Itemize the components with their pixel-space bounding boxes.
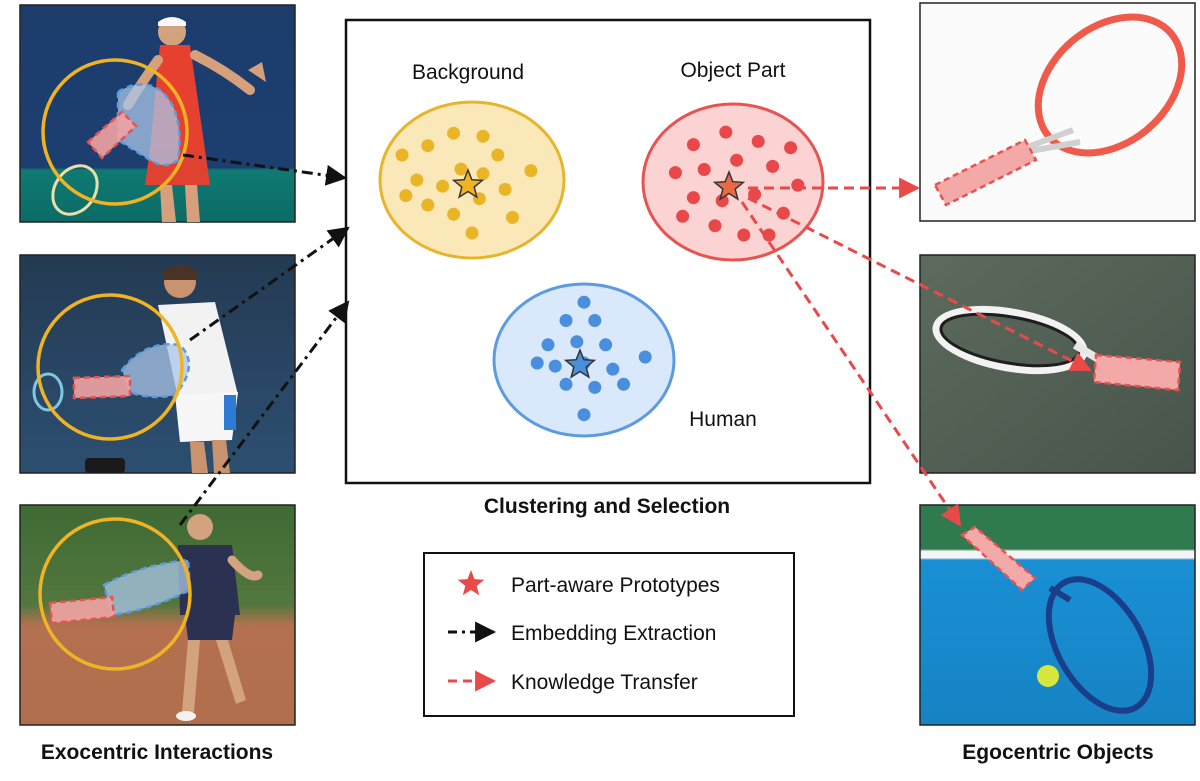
object-part-point	[791, 178, 805, 192]
exocentric-title: Exocentric Interactions	[41, 741, 273, 764]
object-part-point	[686, 138, 700, 152]
human-point	[570, 335, 584, 349]
object-part-point	[697, 163, 711, 176]
human-point	[559, 314, 573, 327]
object-part-point	[784, 141, 798, 155]
background-label: Background	[412, 61, 524, 84]
exo-image-2	[19, 254, 296, 474]
human-prototype-star-icon	[563, 347, 597, 379]
human-point	[577, 295, 591, 309]
background-point	[476, 129, 490, 143]
background-point	[476, 167, 490, 181]
object-part-point	[762, 228, 776, 242]
object-part-point	[766, 159, 780, 173]
background-point	[447, 126, 461, 140]
human-point	[559, 377, 573, 391]
object-part-point	[668, 166, 682, 180]
background-point	[524, 164, 538, 178]
legend-prototypes: Part-aware Prototypes	[511, 574, 720, 597]
object-part-point	[676, 209, 690, 223]
human-point	[577, 408, 591, 422]
human-point	[617, 377, 631, 391]
background-point	[410, 173, 424, 187]
background-point	[395, 148, 409, 162]
object-part-label: Object Part	[680, 59, 785, 82]
background-point	[436, 179, 450, 193]
human-point	[638, 350, 652, 364]
object-part-point	[748, 188, 762, 201]
ego-image-3	[919, 504, 1196, 726]
object-part-point	[715, 194, 729, 208]
background-points	[395, 126, 538, 240]
object-part-points	[668, 125, 805, 242]
embedding-arrow-3	[178, 300, 350, 526]
clustering-title: Clustering and Selection	[484, 495, 730, 518]
human-label: Human	[689, 408, 757, 431]
human-point	[548, 359, 562, 373]
legend-star-icon	[457, 570, 485, 596]
legend-transfer: Knowledge Transfer	[511, 671, 698, 694]
exo-image-1	[19, 4, 296, 223]
object-part-prototype-star-icon	[712, 169, 746, 201]
ego-image-1	[919, 2, 1196, 222]
ego-image-2	[919, 254, 1196, 474]
object-part-point	[708, 219, 722, 233]
human-point	[588, 314, 602, 327]
background-point	[421, 139, 435, 153]
human-point	[530, 356, 544, 370]
transfer-arrow-3	[740, 201, 962, 527]
embedding-arrow-2	[189, 226, 350, 342]
object-part-point	[751, 134, 765, 148]
object-part-point	[737, 228, 751, 242]
human-point	[606, 362, 620, 376]
egocentric-title: Egocentric Objects	[962, 741, 1153, 764]
background-point	[421, 198, 435, 212]
embedding-arrow-1	[182, 153, 348, 186]
background-point	[454, 162, 468, 176]
object-part-point	[730, 153, 744, 167]
background-point	[498, 182, 512, 196]
object-part-point	[719, 125, 733, 139]
background-prototype-star-icon	[451, 167, 485, 199]
object-part-point	[776, 206, 790, 220]
background-point	[447, 207, 461, 221]
background-point	[399, 189, 413, 203]
background-point	[491, 148, 505, 162]
human-point	[541, 338, 555, 352]
background-point	[506, 210, 519, 224]
background-point	[465, 226, 479, 240]
human-point	[599, 338, 613, 352]
human-point	[588, 380, 602, 394]
object-part-point	[686, 191, 700, 205]
legend-embedding: Embedding Extraction	[511, 622, 716, 645]
exo-image-3	[19, 504, 296, 726]
